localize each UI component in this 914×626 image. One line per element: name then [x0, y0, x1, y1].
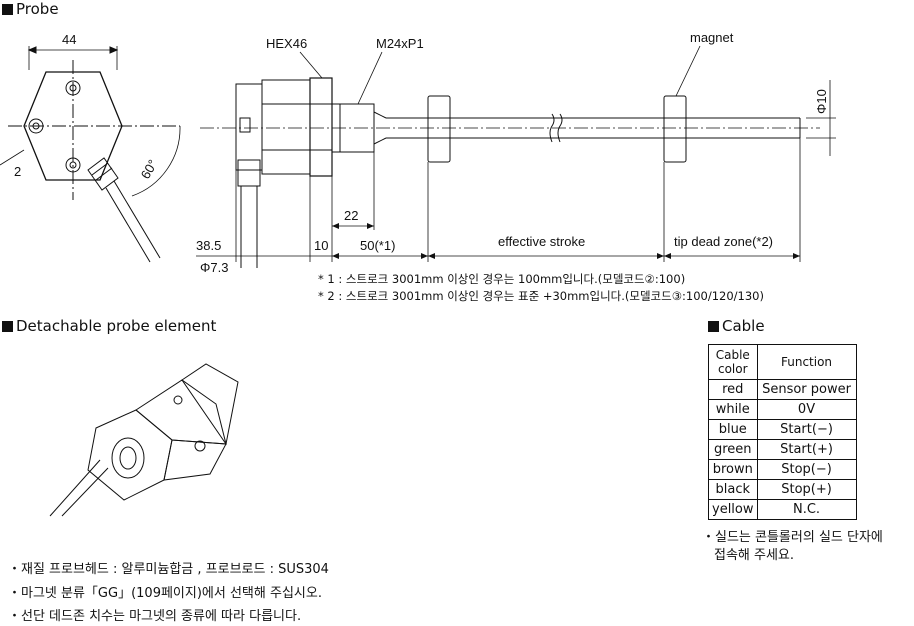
detachable-heading: Detachable probe element [2, 317, 216, 335]
probe-drawing: 44 2 60° HEX46 M24xP1 magnet Φ10 22 38.5… [0, 30, 836, 272]
probe-heading: Probe [2, 0, 59, 18]
cell-function: Stop(−) [756, 459, 857, 480]
cell-function: 0V [756, 399, 857, 420]
dim-2: 2 [14, 164, 21, 179]
dim-22: 22 [344, 208, 358, 223]
bullet-deadzone: ・선단 데드존 치수는 마그넷의 종류에 따라 다릅니다. [8, 609, 302, 624]
cable-note-line1: ・실드는 콘틀롤러의 실드 단자에 [702, 530, 883, 545]
square-bullet-icon [2, 4, 13, 15]
thread-label: M24xP1 [376, 36, 424, 51]
cell-color: while [708, 399, 758, 420]
cell-color: red [708, 379, 758, 400]
dim-44: 44 [62, 32, 76, 47]
dim-60: 60° [138, 157, 161, 182]
phi10-label: Φ10 [814, 89, 829, 114]
cell-color: yellow [708, 499, 758, 520]
dim-10: 10 [314, 238, 328, 253]
bullet-magnet: ・마그넷 분류「GG」(109페이지)에서 선택해 주십시오. [8, 586, 322, 601]
phi-partial-label: Φ7.3 [200, 260, 228, 272]
hexagon-end-view [23, 71, 123, 181]
cell-function: N.C. [756, 499, 857, 520]
cell-color: green [708, 439, 758, 460]
header-function: Function [756, 344, 857, 380]
bullet-material: ・재질 프로브헤드 : 알루미늄합금 , 프로브로드 : SUS304 [8, 562, 329, 577]
effective-stroke-label: effective stroke [498, 234, 585, 249]
detachable-element-illustration [49, 363, 239, 517]
square-bullet-icon [708, 321, 719, 332]
cell-color: brown [708, 459, 758, 480]
tip-dead-zone-label: tip dead zone(*2) [674, 234, 773, 249]
cable-note-line2: 접속해 주세요. [714, 548, 795, 563]
cell-function: Sensor power [756, 379, 857, 400]
cell-color: blue [708, 419, 758, 440]
square-bullet-icon [2, 321, 13, 332]
hex-label: HEX46 [266, 36, 307, 51]
cell-function: Start(−) [756, 419, 857, 440]
header-cable-color: Cable color [708, 344, 758, 380]
table-header-row: Cable color Function [708, 344, 857, 380]
magnet-label: magnet [690, 30, 734, 45]
note-1: * 1 : 스트로크 3001mm 이상인 경우는 100mm입니다.(모델코드… [318, 272, 686, 286]
cell-color: black [708, 479, 758, 500]
dim-50: 50(*1) [360, 238, 395, 253]
note-2: * 2 : 스트로크 3001mm 이상인 경우는 표준 +30mm입니다.(모… [318, 289, 764, 303]
cell-function: Stop(+) [756, 479, 857, 500]
dim-38-5: 38.5 [196, 238, 221, 253]
cell-function: Start(+) [756, 439, 857, 460]
cable-heading: Cable [708, 317, 765, 335]
